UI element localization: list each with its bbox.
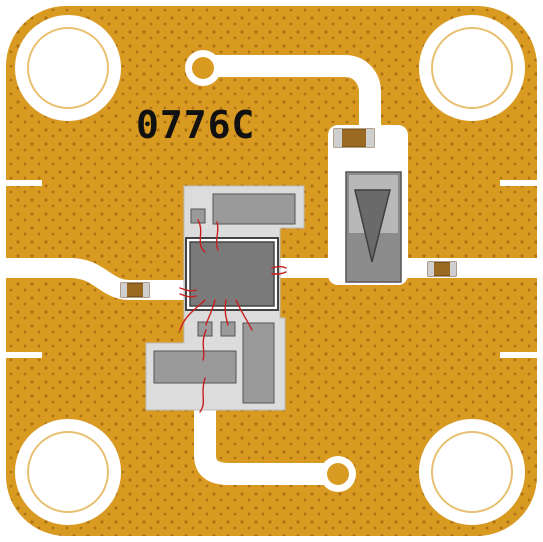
mounting-holes (15, 15, 525, 525)
small-pad (220, 321, 236, 337)
top-right-pad (212, 193, 296, 225)
mmic-die-core (189, 241, 275, 307)
wire-icon (179, 219, 287, 413)
bias-pad-bottom-inner (327, 463, 349, 485)
small-pad (190, 208, 206, 224)
resistor-terminal-right (143, 283, 149, 297)
bias-pad-top-inner (192, 57, 214, 79)
resistor-terminal-left (121, 283, 127, 297)
resistor-terminal-right (450, 262, 456, 276)
bias-trace-bottom (194, 408, 340, 485)
bottom-right-pad (242, 322, 275, 404)
edge-slots (6, 180, 537, 358)
bottom-left-pad (153, 350, 237, 384)
capacitor-terminal-left (334, 129, 342, 147)
capacitor-terminal-right (366, 129, 374, 147)
triangle-icon (354, 189, 391, 263)
part-number-label: 0776C (136, 103, 255, 147)
bias-trace-top (202, 55, 381, 150)
resistor-terminal-left (428, 262, 434, 276)
small-pad (197, 321, 213, 337)
